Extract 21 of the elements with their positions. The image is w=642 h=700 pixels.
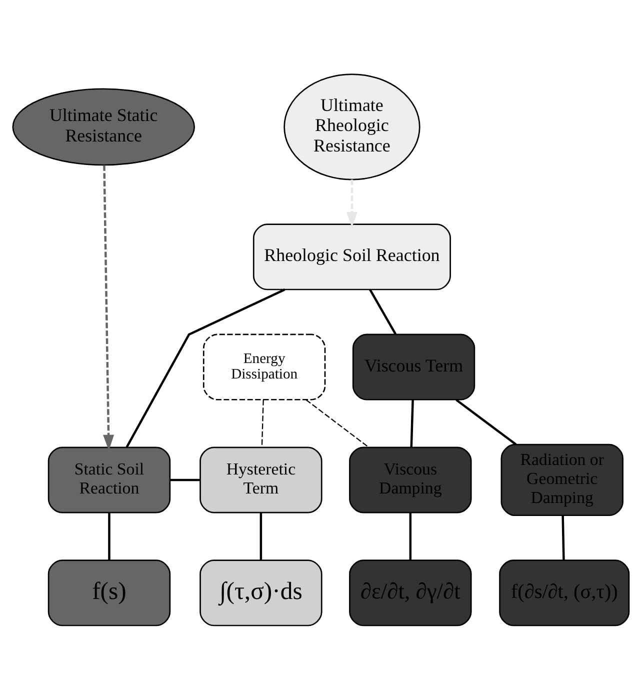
- node-box: Rheologic Soil Reaction: [252, 224, 451, 290]
- connector: [410, 400, 414, 448]
- arrow: [346, 180, 358, 228]
- connector: [369, 288, 397, 335]
- node-ellipse: Ultimate Rheologic Resistance: [284, 74, 420, 180]
- connector: [261, 400, 264, 448]
- node-box: ∫(τ,σ)·ds: [200, 560, 322, 626]
- node-box: Energy Dissipation: [202, 334, 326, 400]
- connector: [170, 478, 200, 482]
- node-box: Static Soil Reaction: [48, 446, 171, 514]
- connector: [562, 516, 565, 560]
- node-box: Hysteretic Term: [200, 446, 322, 514]
- connector: [409, 512, 412, 560]
- connector: [108, 512, 110, 560]
- connector: [126, 288, 286, 448]
- arrow: [103, 165, 114, 451]
- connector: [260, 512, 262, 560]
- node-box: f(s): [48, 560, 171, 626]
- connector: [306, 399, 369, 448]
- node-ellipse: Ultimate Static Resistance: [12, 88, 195, 166]
- connector: [456, 399, 517, 446]
